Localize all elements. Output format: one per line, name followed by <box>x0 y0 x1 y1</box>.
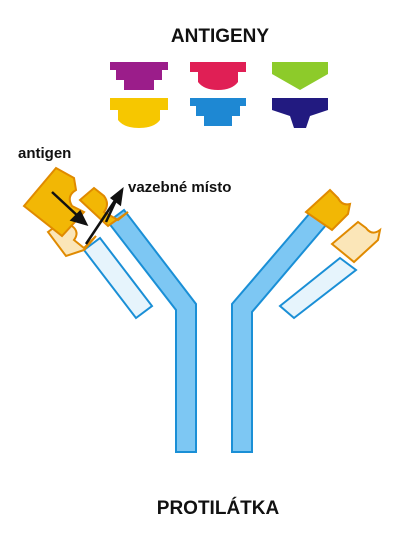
binding-site-arrow-2 <box>104 195 120 223</box>
antigen-yellow <box>110 98 168 128</box>
heavy-variable-right <box>304 188 352 232</box>
binding-site-label: vazebné místo <box>128 179 231 196</box>
antigen-purple <box>110 62 168 90</box>
antigen-label: antigen <box>18 145 71 162</box>
antigen-palette <box>110 62 328 128</box>
antigens-title: ANTIGENY <box>171 26 270 47</box>
binding-site-arrow-1 <box>84 195 120 245</box>
antigen-arrow-head <box>69 209 89 226</box>
antigen-navy <box>272 98 328 128</box>
light-chain-left <box>82 236 154 320</box>
arrows <box>51 187 124 245</box>
heavy-variable-left <box>78 186 129 228</box>
heavy-chain-left <box>106 208 197 453</box>
light-variable-right <box>330 220 382 264</box>
bound-antigen <box>22 166 86 238</box>
antigen-arrow-line <box>51 191 81 219</box>
antigen-red <box>190 62 246 90</box>
antigen-blue <box>190 98 246 126</box>
antibody-title: PROTILÁTKA <box>157 497 280 519</box>
heavy-chain-right <box>231 204 334 453</box>
antigen-green <box>272 62 328 90</box>
light-chain-right <box>278 256 358 320</box>
